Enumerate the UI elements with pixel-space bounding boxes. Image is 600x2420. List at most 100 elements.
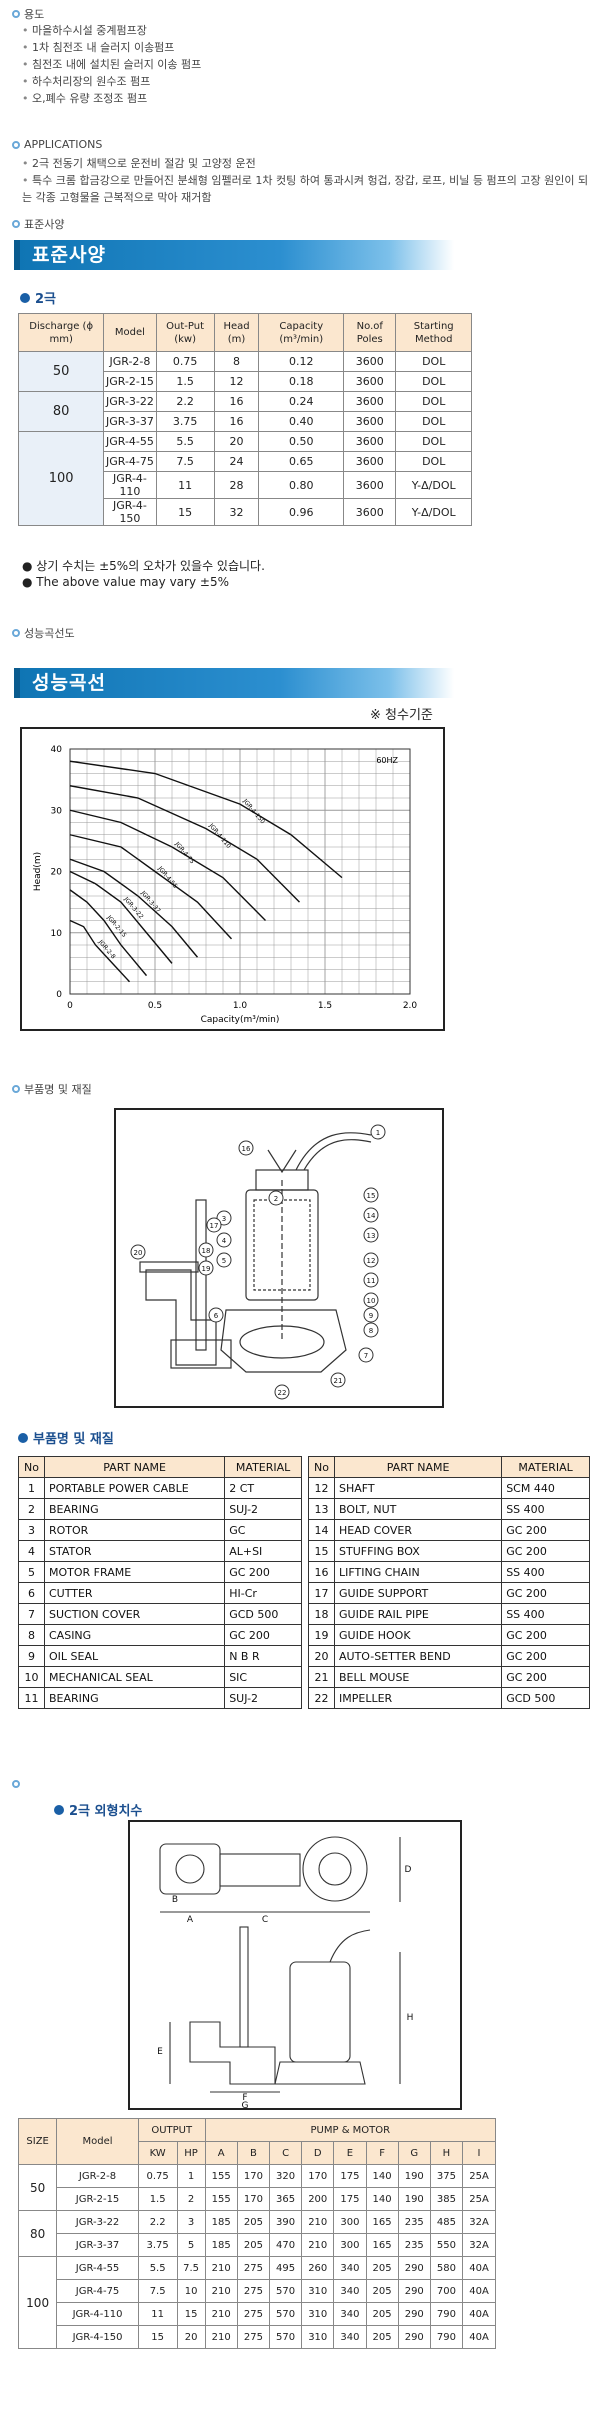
top-view-flange (159, 1843, 221, 1895)
y-tick-label: 30 (51, 806, 63, 816)
part-number: 3 (18, 1519, 45, 1541)
series-curve (69, 785, 300, 903)
series-label: JGR-4-110 (207, 822, 232, 850)
dim-cell: 365 (268, 2187, 303, 2211)
dim-cell: 20 (176, 2325, 206, 2349)
side-view-cable (329, 1929, 371, 1963)
dim-cell: 485 (429, 2210, 464, 2234)
part-name: HEAD COVER (333, 1519, 503, 1541)
spec-cell: DOL (395, 371, 472, 392)
part-number: 15 (308, 1540, 335, 1562)
parts-header-cell: MATERIAL (501, 1456, 590, 1478)
callout-circle (268, 1190, 284, 1206)
x-tick-label: 0.5 (148, 1001, 162, 1011)
dim-cell: 275 (236, 2325, 270, 2349)
dim-cell: 790 (429, 2302, 464, 2326)
callout-circle (363, 1207, 379, 1223)
lifting-chain (267, 1149, 297, 1174)
part-material: N B R (224, 1645, 302, 1667)
dimension-label: A (187, 1915, 194, 1925)
usage-item: 하수처리장의 원수조 펌프 (22, 73, 201, 90)
dim-cell: 1.5 (137, 2187, 178, 2211)
part-material: SS 400 (501, 1561, 590, 1583)
y-tick-label: 40 (51, 745, 63, 755)
dim-cell: 2 (176, 2187, 206, 2211)
series-curve (69, 834, 233, 940)
dim-cell: 200 (301, 2187, 335, 2211)
application-item: 특수 크롬 합금강으로 만들어진 분쇄형 임펠러로 1차 컷팅 하여 통과시켜 … (22, 172, 592, 206)
dim-cell: 210 (204, 2302, 238, 2326)
spec-cell: 1.5 (155, 371, 215, 392)
callout-number: 16 (242, 1145, 251, 1153)
dim-header-cell: Model (56, 2118, 139, 2165)
dim-cell: 570 (268, 2325, 303, 2349)
dim-cell: 155 (204, 2187, 238, 2211)
x-tick-label: 2.0 (403, 1001, 418, 1011)
part-number: 7 (18, 1603, 45, 1625)
callout-circle (216, 1232, 232, 1248)
callout-number: 3 (222, 1215, 226, 1223)
parts-heading: 부품명 및 재질 (12, 1081, 92, 1097)
spec-cell: 15 (155, 498, 215, 526)
dim-cell: 2.2 (137, 2210, 178, 2234)
dim-cell: 385 (429, 2187, 464, 2211)
callout-circle (198, 1260, 214, 1276)
spec-note: ● 상기 수치는 ±5%의 오차가 있을수 있습니다. (22, 559, 265, 573)
dim-cell: 40A (462, 2325, 496, 2349)
spec-cell: 0.18 (258, 371, 345, 392)
series-label: JGR-4-55 (156, 865, 179, 890)
y-tick-label: 0 (56, 990, 62, 1000)
dim-cell: 1 (176, 2164, 206, 2188)
spec-cell: 0.40 (258, 411, 345, 432)
spec-cell: 0.96 (258, 498, 345, 526)
series-curve (69, 858, 199, 958)
part-material: HI-Cr (224, 1582, 302, 1604)
spec-cell: 0.75 (155, 351, 215, 372)
callout-number: 1 (376, 1129, 380, 1137)
spec-header-cell: Model (103, 313, 157, 352)
dim-cell: 32A (462, 2233, 496, 2257)
parts-header-cell: PART NAME (43, 1456, 226, 1478)
y-axis-label: Head(m) (33, 852, 43, 891)
spec-cell: 32 (213, 498, 260, 526)
dim-cell: 235 (397, 2210, 431, 2234)
callout-circle (363, 1307, 379, 1323)
spec-header-cell: Head (m) (213, 313, 260, 352)
dimension-label: E (157, 2047, 163, 2057)
applications-heading: APPLICATIONS (12, 138, 102, 151)
part-number: 13 (308, 1498, 335, 1520)
side-view-bend (189, 2021, 276, 2085)
spec-cell: 2.2 (155, 391, 215, 412)
dim-subheader-cell: A (204, 2141, 238, 2165)
part-name: OIL SEAL (43, 1645, 226, 1667)
spec-cell: 0.65 (258, 451, 345, 472)
y-tick-label: 10 (51, 929, 63, 939)
callout-number: 17 (210, 1222, 219, 1230)
series-label: JGR-4-150 (241, 797, 266, 825)
dim-cell: JGR-4-55 (56, 2256, 139, 2280)
usage-heading: 용도 (12, 6, 44, 22)
part-name: AUTO-SETTER BEND (333, 1645, 503, 1667)
spec-cell: JGR-4-75 (103, 451, 157, 472)
dimension-label: G (242, 2101, 249, 2108)
usage-item: 1차 침전조 내 슬러지 이송펌프 (22, 39, 201, 56)
callout-circle (363, 1252, 379, 1268)
dim-cell: 205 (365, 2302, 399, 2326)
spec-cell: 3600 (343, 451, 397, 472)
callout-number: 5 (222, 1257, 226, 1265)
callout-number: 15 (367, 1192, 376, 1200)
part-name: GUIDE RAIL PIPE (333, 1603, 503, 1625)
part-number: 21 (308, 1666, 335, 1688)
dim-subheader-cell: B (236, 2141, 270, 2165)
part-name: STATOR (43, 1540, 226, 1562)
dim-cell: 210 (301, 2233, 335, 2257)
